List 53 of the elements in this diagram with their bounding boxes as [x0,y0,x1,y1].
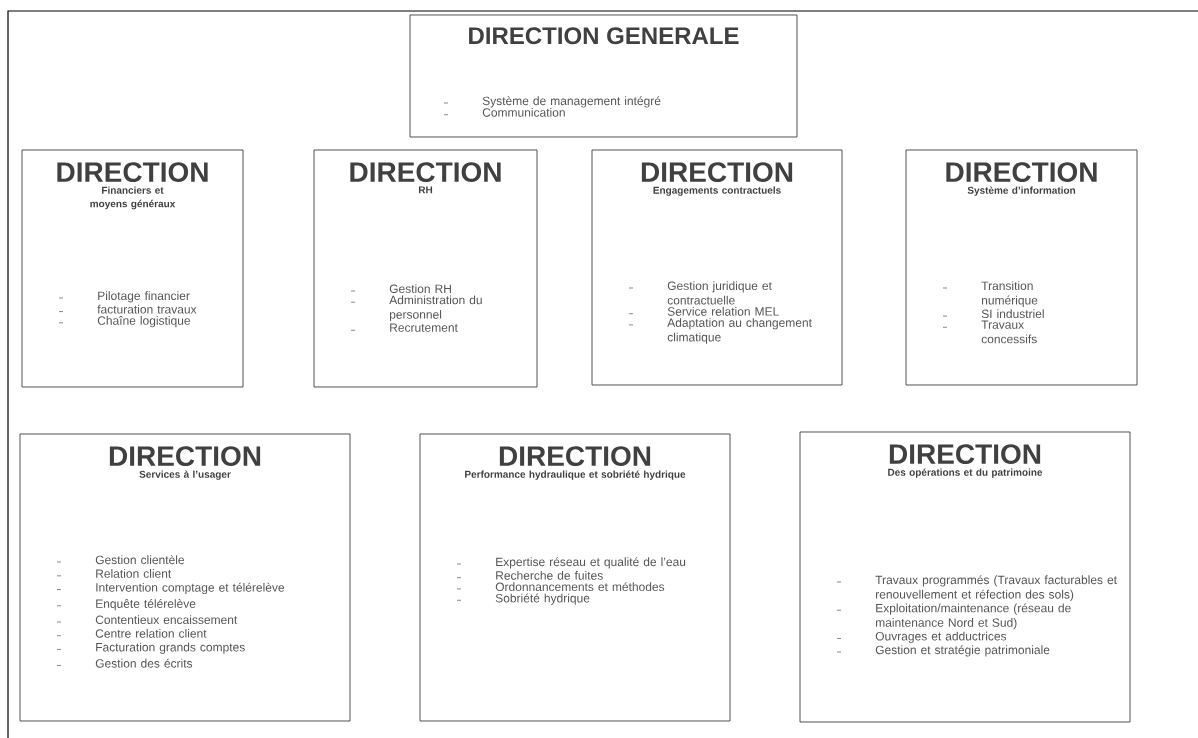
list-item: Sobriété hydrique [456,593,590,605]
heading: DIRECTION [499,446,651,466]
list-item: Contentieux encaissement [56,615,238,624]
list-item: Administration du personnel [350,295,482,322]
subtitle: Services à l’usager [139,470,231,480]
list-item: Centre relation client [56,628,207,638]
subtitle: Des opérations et du patrimoine [888,468,1043,478]
heading: DIRECTION GENERALE [469,27,739,45]
list-item: Transition numérique [942,281,1038,307]
list-item: Enquête télérelève [56,599,196,611]
heading: DIRECTION [946,162,1097,182]
direction-box [419,433,731,722]
list-item: Gestion clientèle [56,555,185,565]
heading: DIRECTION [109,446,261,466]
list-item: Service relation MEL [628,306,779,316]
list-item: Exploitation/maintenance (réseau de maintenance Nord et Sud) [836,603,1071,630]
list-item: Gestion juridique et contractuelle [628,281,772,305]
list-item: Ouvrages et adductrices [836,631,1007,643]
direction-box [905,149,1138,386]
list-item: Travaux concessifs [942,320,1037,344]
direction-box [19,433,351,722]
direction-box [313,149,538,388]
direction-box [799,431,1131,723]
subtitle: Financiers et moyens généraux [90,186,176,210]
list-item: Recrutement [350,323,458,332]
direction-box [409,14,798,138]
heading: DIRECTION [641,162,793,182]
list-item: Gestion des écrits [56,658,193,668]
list-item: Adaptation au changement climatique [628,318,812,344]
list-item: Système de management intégré [443,96,661,108]
list-item: Gestion RH [350,284,451,293]
list-item: SI industriel [942,309,1044,319]
list-item: Pilotage financier [58,291,190,303]
direction-box [21,149,244,388]
list-item: Expertise réseau et qualité de l’eau [456,557,686,569]
subtitle: RH [418,186,433,194]
list-item: Chaîne logistique [58,316,191,328]
subtitle: Engagements contractuels [653,186,781,196]
heading: DIRECTION [889,444,1041,464]
list-item: Travaux programmés (Travaux facturables et renouvellement et réfection des sols) [836,575,1117,601]
list-item: Communication [443,107,565,117]
list-item: facturation travaux [58,304,197,314]
list-item: Facturation grands comptes [56,642,245,654]
heading: DIRECTION [350,162,501,182]
list-item: Relation client [56,569,172,578]
heading: DIRECTION [57,162,208,182]
list-item: Ordonnancements et méthodes [456,582,665,592]
list-item: Gestion et stratégie patrimoniale [836,645,1050,657]
direction-box [591,149,843,386]
subtitle: Système d’information [967,186,1076,196]
subtitle: Performance hydraulique et sobriété hydrique [465,470,686,480]
list-item: Recherche de fuites [456,570,603,580]
list-item: Intervention comptage et télérelève [56,582,285,595]
